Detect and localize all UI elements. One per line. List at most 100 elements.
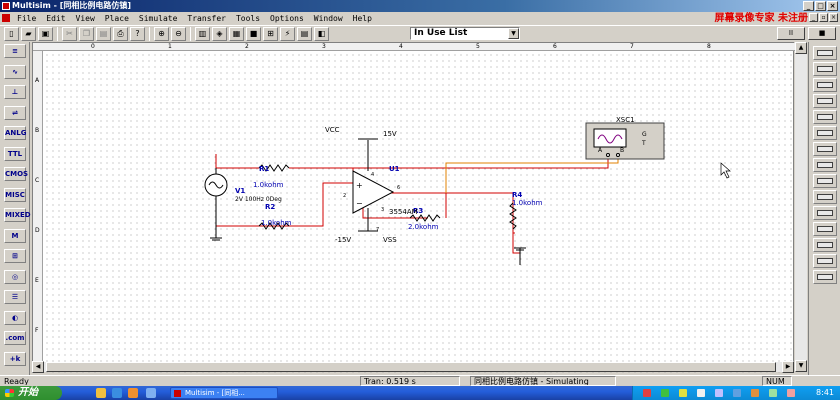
toolbox-web-button[interactable]: .com bbox=[4, 331, 26, 345]
instrument-agilent-meter-button[interactable] bbox=[813, 270, 837, 284]
subcircuit-icon[interactable]: ◈ bbox=[212, 27, 227, 41]
instrument-multimeter-button[interactable] bbox=[813, 46, 837, 60]
wire-output-scope[interactable] bbox=[445, 155, 619, 193]
doc-minimize-button[interactable]: _ bbox=[809, 13, 818, 22]
instrument-iv-analyzer-button[interactable] bbox=[813, 222, 837, 236]
menu-help[interactable]: Help bbox=[352, 14, 372, 23]
toolbox-transistors-button[interactable]: ⇌ bbox=[4, 105, 26, 120]
menu-options[interactable]: Options bbox=[270, 14, 304, 23]
scroll-down-arrow[interactable]: ▼ bbox=[795, 360, 807, 372]
toolbox-analog-button[interactable]: ANLG bbox=[4, 126, 26, 140]
instrument-oscilloscope-button[interactable] bbox=[813, 94, 837, 108]
taskbar-multisim-button[interactable]: Multisim - [同相... bbox=[170, 387, 278, 399]
cut-icon[interactable]: ✂ bbox=[62, 27, 77, 41]
instrument-logic-analyzer-button[interactable] bbox=[813, 142, 837, 156]
postprocessor-icon[interactable]: ⊞ bbox=[263, 27, 278, 41]
print-icon[interactable]: ⎙ bbox=[113, 27, 128, 41]
grapher-icon[interactable]: ■ bbox=[246, 27, 261, 41]
help-icon[interactable]: ? bbox=[130, 27, 145, 41]
toolbox-sources-button[interactable]: ≡ bbox=[4, 44, 26, 58]
zoom-in-icon[interactable]: ⊕ bbox=[154, 27, 169, 41]
scroll-right-arrow[interactable]: ▶ bbox=[782, 361, 794, 373]
antivirus-tray-icon[interactable] bbox=[679, 389, 687, 397]
instrument-wattmeter-button[interactable] bbox=[813, 78, 837, 92]
stop-simulation-button[interactable]: ■ bbox=[808, 27, 836, 40]
database-icon[interactable]: ▦ bbox=[229, 27, 244, 41]
instrument-frequency-counter-button[interactable] bbox=[813, 254, 837, 268]
toolbox-indicators-button[interactable]: M bbox=[4, 228, 26, 243]
menu-simulate[interactable]: Simulate bbox=[138, 14, 178, 23]
menu-file[interactable]: File bbox=[17, 14, 37, 23]
toolbox-place-text-button[interactable]: +k bbox=[4, 351, 26, 366]
doc-close-button[interactable]: × bbox=[829, 13, 838, 22]
toolbox-electromechanical-button[interactable]: ☰ bbox=[4, 290, 26, 304]
paste-icon[interactable]: ▤ bbox=[96, 27, 111, 41]
instrument-logic-converter-button[interactable] bbox=[813, 158, 837, 172]
instrument-word-generator-button[interactable] bbox=[813, 126, 837, 140]
horizontal-scrollbar[interactable]: ◀ ▶ bbox=[32, 361, 794, 373]
scroll-up-arrow[interactable]: ▲ bbox=[795, 42, 807, 54]
menu-edit[interactable]: Edit bbox=[46, 14, 66, 23]
menu-transfer[interactable]: Transfer bbox=[187, 14, 226, 23]
ie-quicklaunch-icon[interactable] bbox=[112, 388, 122, 398]
document-icon[interactable] bbox=[2, 14, 10, 22]
component-icon[interactable]: ▥ bbox=[195, 27, 210, 41]
minimize-button[interactable]: _ bbox=[803, 1, 814, 11]
open-folder-icon[interactable]: ▰ bbox=[21, 27, 36, 41]
instrument-spectrum-analyzer-button[interactable] bbox=[813, 190, 837, 204]
toolbox-basic-button[interactable]: ∿ bbox=[4, 64, 26, 79]
toolbox-rf-button[interactable]: ◎ bbox=[4, 269, 26, 284]
wire-output-r4[interactable] bbox=[446, 192, 515, 234]
media-quicklaunch-icon[interactable] bbox=[128, 388, 138, 398]
scroll-left-arrow[interactable]: ◀ bbox=[32, 361, 44, 373]
bom-icon[interactable]: ▤ bbox=[297, 27, 312, 41]
recorder-tray-icon[interactable] bbox=[643, 389, 651, 397]
toolbox-misc-digital-button[interactable]: ⊞ bbox=[4, 249, 26, 263]
safely-remove-tray-icon[interactable] bbox=[733, 389, 741, 397]
menu-window[interactable]: Window bbox=[313, 14, 343, 23]
resistor-r4[interactable] bbox=[509, 202, 517, 230]
vertical-scrollbar[interactable]: ▲ ▼ bbox=[795, 42, 807, 372]
oscilloscope-xsc1[interactable] bbox=[585, 122, 665, 160]
horizontal-scroll-thumb[interactable] bbox=[46, 362, 776, 372]
desktop-quicklaunch-icon[interactable] bbox=[146, 388, 156, 398]
opamp-u1[interactable]: + − bbox=[352, 170, 395, 214]
wire-r1-scope[interactable] bbox=[323, 155, 609, 169]
toolbox-mixed-button[interactable]: MIXED bbox=[4, 208, 31, 222]
instrument-four-channel-scope-button[interactable] bbox=[813, 238, 837, 252]
instrument-network-analyzer-button[interactable] bbox=[813, 206, 837, 220]
instrument-bode-plotter-button[interactable] bbox=[813, 110, 837, 124]
toolbox-misc-button[interactable]: MISC bbox=[4, 187, 26, 202]
resistor-r2[interactable] bbox=[258, 222, 290, 230]
menu-place[interactable]: Place bbox=[104, 14, 129, 23]
instrument-function-generator-button[interactable] bbox=[813, 62, 837, 76]
menu-view[interactable]: View bbox=[75, 14, 95, 23]
chevron-down-icon[interactable]: ▼ bbox=[508, 28, 519, 39]
wire-r3-output[interactable] bbox=[362, 207, 428, 219]
copy-icon[interactable]: ❐ bbox=[79, 27, 94, 41]
ime-tray-icon[interactable] bbox=[715, 389, 723, 397]
folder-quicklaunch-icon[interactable] bbox=[96, 388, 106, 398]
instrument-distortion-analyzer-button[interactable] bbox=[813, 174, 837, 188]
v1-ac-source[interactable] bbox=[204, 168, 228, 203]
in-use-list-dropdown[interactable]: In Use List ▼ bbox=[410, 27, 520, 40]
pause-simulation-button[interactable]: II bbox=[777, 27, 805, 40]
update-tray-icon[interactable] bbox=[769, 389, 777, 397]
doc-restore-button[interactable]: ▫ bbox=[819, 13, 828, 22]
network-tray-icon[interactable] bbox=[661, 389, 669, 397]
wire-v1-r1[interactable] bbox=[215, 154, 259, 169]
maximize-button[interactable]: □ bbox=[815, 1, 826, 11]
toolbox-ttl-button[interactable]: TTL bbox=[4, 146, 26, 161]
toolbox-ladder-button[interactable]: ◐ bbox=[4, 310, 26, 325]
start-button[interactable]: 开始 bbox=[0, 386, 62, 400]
toolbox-diodes-button[interactable]: ⊥ bbox=[4, 85, 26, 99]
menu-tools[interactable]: Tools bbox=[235, 14, 261, 23]
save-icon[interactable]: ▣ bbox=[38, 27, 53, 41]
zoom-out-icon[interactable]: ⊖ bbox=[171, 27, 186, 41]
title-bar[interactable]: Multisim - [同相比例电路仿镇] _ □ × bbox=[0, 0, 840, 12]
erc-icon[interactable]: ◧ bbox=[314, 27, 329, 41]
app-icon[interactable] bbox=[2, 2, 10, 10]
resistor-r1[interactable] bbox=[258, 164, 290, 172]
wire-r4-ground[interactable] bbox=[512, 233, 521, 265]
